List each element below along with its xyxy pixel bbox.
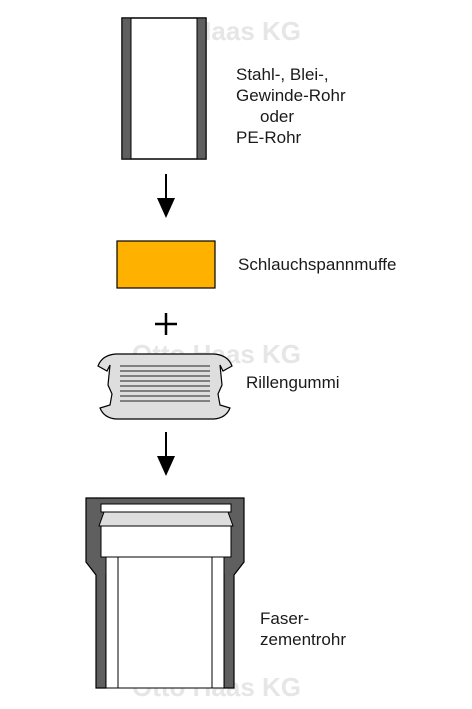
steel-pipe — [121, 17, 207, 160]
plus-icon — [155, 313, 177, 335]
down-arrow-icon — [157, 174, 175, 218]
rubber-label: Rillengummi — [246, 373, 340, 392]
fiber-cement-pipe — [85, 497, 245, 689]
rubber-ring — [97, 353, 233, 420]
sleeve-label: Schlauchspannmuffe — [238, 255, 396, 274]
down-arrow-icon — [157, 432, 175, 476]
sleeve-block — [116, 240, 216, 289]
fiber-cement-label: Faser- zementrohr — [260, 609, 346, 649]
pipe-label: Stahl-, Blei-, Gewinde-Rohr oder PE-Rohr — [236, 65, 350, 147]
